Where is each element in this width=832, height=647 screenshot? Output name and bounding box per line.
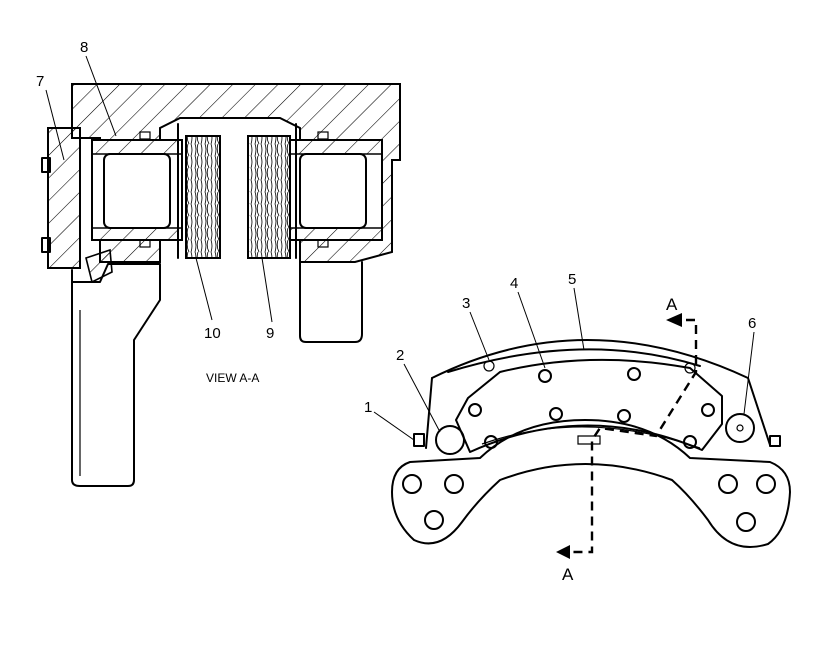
pin-2 — [435, 425, 465, 455]
callout-3: 3 — [462, 295, 470, 312]
lining-9 — [247, 135, 291, 259]
plan-view — [391, 313, 791, 559]
pad-bolts — [468, 360, 715, 449]
view-caption: VIEW A-A — [206, 371, 259, 385]
leader-lines — [45, 55, 755, 441]
section-view-a-a — [41, 83, 401, 487]
section-mark-bottom: A — [562, 565, 574, 584]
callout-10: 10 — [204, 325, 221, 342]
lining-10 — [185, 135, 221, 259]
callout-labels: 7 8 10 9 1 2 3 4 5 6 A A VIEW A-A — [36, 39, 756, 584]
callout-8: 8 — [80, 39, 88, 56]
callout-9: 9 — [266, 325, 274, 342]
fitting-right — [769, 435, 781, 447]
lower-bracket-right — [299, 261, 363, 343]
callout-5: 5 — [568, 271, 576, 288]
end-cap-bolt-bottom — [41, 237, 51, 253]
callout-7: 7 — [36, 73, 44, 90]
section-mark-top: A — [666, 295, 678, 314]
lining-arc — [447, 348, 701, 373]
caliper-outline — [431, 339, 771, 446]
pin-6 — [725, 413, 755, 443]
support-arm — [71, 263, 161, 487]
fitting-1 — [413, 433, 425, 447]
end-cap-bolt-top — [41, 157, 51, 173]
callout-4: 4 — [510, 275, 518, 292]
callout-1: 1 — [364, 399, 372, 416]
end-cap-left — [47, 127, 81, 269]
callout-6: 6 — [748, 315, 756, 332]
pad-plate — [455, 358, 723, 453]
callout-2: 2 — [396, 347, 404, 364]
section-cut-line — [570, 318, 698, 554]
mounting-bracket — [391, 419, 791, 548]
